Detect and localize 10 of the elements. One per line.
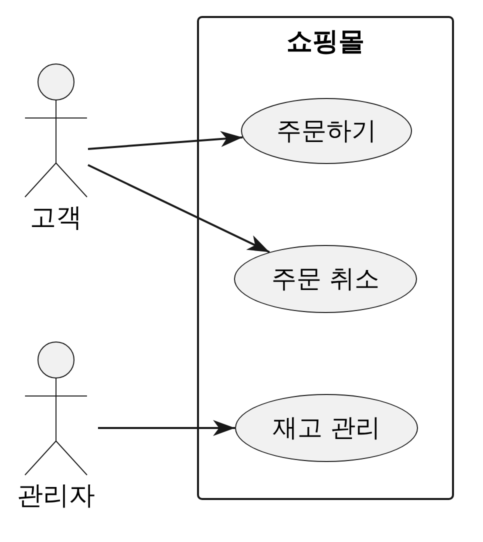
- actor-label: 관리자: [16, 480, 96, 512]
- arrow: [88, 131, 243, 150]
- system-title: 쇼핑몰: [286, 26, 364, 58]
- actor-label: 고객: [29, 202, 83, 234]
- system-boundary: [197, 16, 454, 500]
- use-case-label: 주문하기: [276, 116, 376, 146]
- use-case-label: 주문 취소: [272, 264, 380, 294]
- arrow: [98, 420, 235, 436]
- use-case-label: 재고 관리: [272, 413, 380, 443]
- arrow: [88, 164, 270, 254]
